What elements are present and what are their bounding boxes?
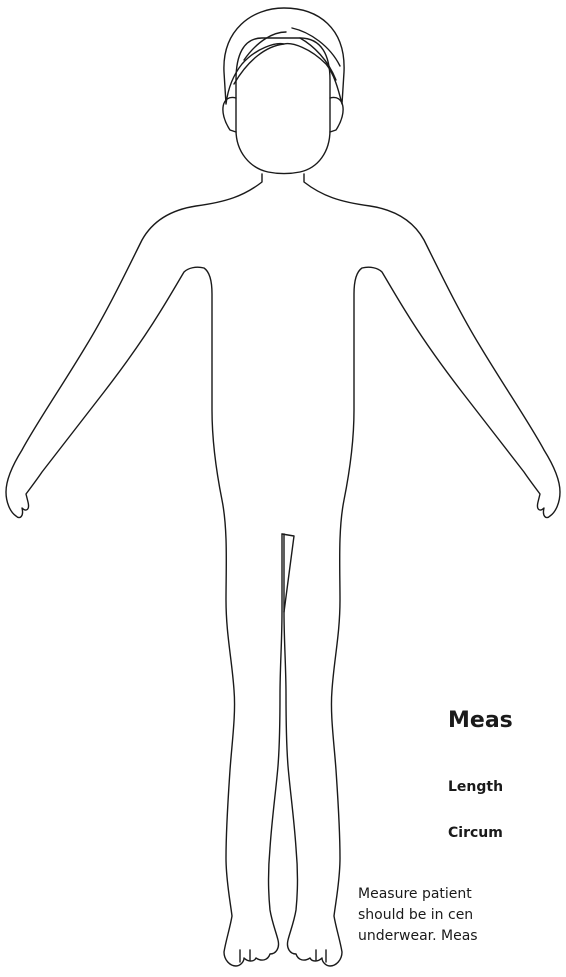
instructions-text: Measure patient should be in cen underwe… bbox=[358, 884, 478, 947]
left-ear bbox=[223, 97, 236, 132]
length-label: Length bbox=[448, 779, 503, 795]
instructions-line: should be in cen bbox=[358, 905, 478, 926]
hair-strand-right-2 bbox=[292, 28, 340, 66]
measurement-heading: Meas bbox=[448, 708, 513, 733]
instructions-line: Measure patient bbox=[358, 884, 478, 905]
face-outline bbox=[236, 38, 330, 174]
torso-right-outline bbox=[284, 174, 560, 966]
circumference-label: Circum bbox=[448, 825, 503, 841]
instructions-line: underwear. Meas bbox=[358, 926, 478, 947]
torso-left-outline bbox=[6, 174, 282, 966]
